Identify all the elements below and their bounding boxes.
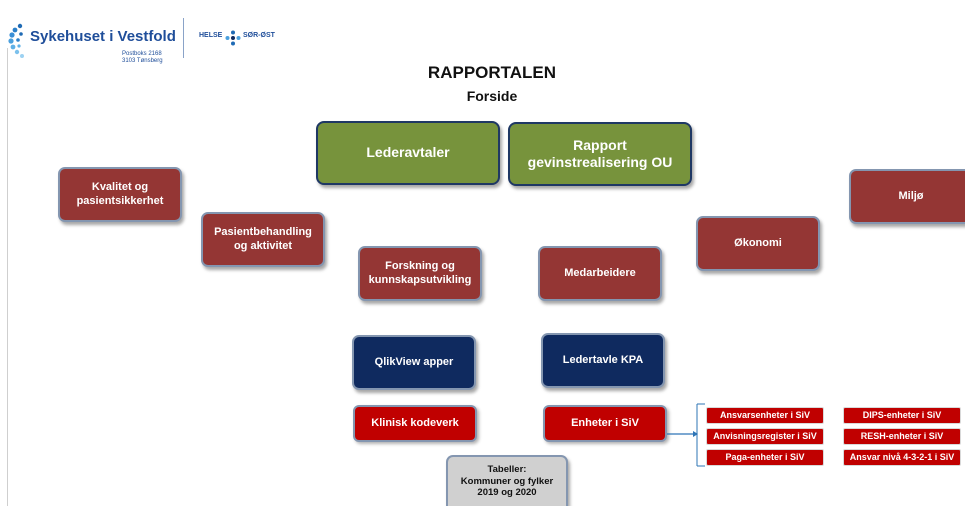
tabeller-label-line2: Kommuner og fylker: [460, 475, 554, 487]
medarbeidere-button[interactable]: Medarbeidere: [538, 246, 662, 301]
anvisningsregister-button[interactable]: Anvisningsregister i SiV: [706, 428, 824, 445]
dips-enheter-button[interactable]: DIPS-enheter i SiV: [843, 407, 961, 424]
siv-logo: Sykehuset i Vestfold Postboks 2168 3103 …: [8, 18, 178, 66]
enheter-label: Enheter i SiV: [571, 416, 639, 429]
miljo-button[interactable]: Miljø: [849, 169, 965, 224]
anvisningsregister-label: Anvisningsregister i SiV: [713, 430, 817, 441]
okonomi-button[interactable]: Økonomi: [696, 216, 820, 271]
qlikview-apper-button[interactable]: QlikView apper: [352, 335, 476, 390]
resh-enheter-button[interactable]: RESH-enheter i SiV: [843, 428, 961, 445]
hso-logo: HELSE SØR-ØST: [199, 30, 309, 46]
address-line-2: 3103 Tønsberg: [122, 58, 163, 64]
dips-label: DIPS-enheter i SiV: [862, 409, 942, 420]
pasient-label-line1: Pasientbehandling: [214, 225, 312, 238]
page-edge-line: [7, 48, 8, 506]
ansvar-niva-label: Ansvar nivå 4-3-2-1 i SiV: [849, 451, 955, 462]
kvalitet-label-line2: pasientsikkerhet: [76, 194, 164, 207]
klinisk-kodeverk-button[interactable]: Klinisk kodeverk: [353, 405, 477, 442]
hso-logo-left: HELSE: [199, 32, 223, 39]
ledertavle-kpa-button[interactable]: Ledertavle KPA: [541, 333, 665, 388]
ledertavle-label: Ledertavle KPA: [562, 353, 644, 366]
medarbeidere-label: Medarbeidere: [564, 266, 636, 279]
kvalitet-pasientsikkerhet-button[interactable]: Kvalitet og pasientsikkerhet: [58, 167, 182, 222]
lederavtaler-label: Lederavtaler: [366, 144, 450, 161]
pasientbehandling-aktivitet-button[interactable]: Pasientbehandling og aktivitet: [201, 212, 325, 267]
okonomi-label: Økonomi: [734, 236, 782, 249]
rapport-gevinstrealisering-button[interactable]: Rapport gevinstrealisering OU: [508, 122, 692, 186]
ansvar-niva-button[interactable]: Ansvar nivå 4-3-2-1 i SiV: [843, 449, 961, 466]
tabeller-label-line3: 2019 og 2020: [477, 487, 537, 499]
forskning-label-line2: kunnskapsutvikling: [368, 273, 472, 286]
forskning-label-line1: Forskning og: [385, 259, 455, 272]
enheter-i-siv-button[interactable]: Enheter i SiV: [543, 405, 667, 442]
pasient-label-line2: og aktivitet: [233, 239, 293, 252]
siv-logo-text: Sykehuset i Vestfold: [30, 28, 176, 45]
lederavtaler-button[interactable]: Lederavtaler: [316, 121, 500, 185]
paga-enheter-button[interactable]: Paga-enheter i SiV: [706, 449, 824, 466]
tabeller-kommuner-button[interactable]: Tabeller: Kommuner og fylker 2019 og 202…: [446, 455, 568, 506]
siv-logo-mark-icon: [8, 23, 24, 58]
paga-label: Paga-enheter i SiV: [725, 451, 805, 462]
miljo-label: Miljø: [898, 189, 924, 202]
hso-cross-icon: [225, 30, 241, 46]
qlikview-label: QlikView apper: [374, 355, 454, 368]
address-line-1: Postboks 2168: [122, 51, 162, 57]
resh-label: RESH-enheter i SiV: [860, 430, 944, 441]
rapport-label-line1: Rapport: [573, 136, 627, 153]
ansvarsenheter-button[interactable]: Ansvarsenheter i SiV: [706, 407, 824, 424]
ansvarsenheter-label: Ansvarsenheter i SiV: [719, 409, 811, 420]
logo-divider: [183, 18, 184, 58]
hso-logo-right: SØR-ØST: [243, 32, 275, 39]
kvalitet-label-line1: Kvalitet og: [91, 180, 149, 193]
tabeller-label-line1: Tabeller:: [487, 463, 527, 475]
page-title: RAPPORTALEN: [427, 63, 557, 82]
enheter-connector: [667, 403, 705, 467]
page-subtitle: Forside: [466, 88, 518, 104]
forskning-kunnskapsutvikling-button[interactable]: Forskning og kunnskapsutvikling: [358, 246, 482, 301]
klinisk-label: Klinisk kodeverk: [371, 416, 459, 429]
rapport-label-line2: gevinstrealisering OU: [527, 154, 673, 170]
